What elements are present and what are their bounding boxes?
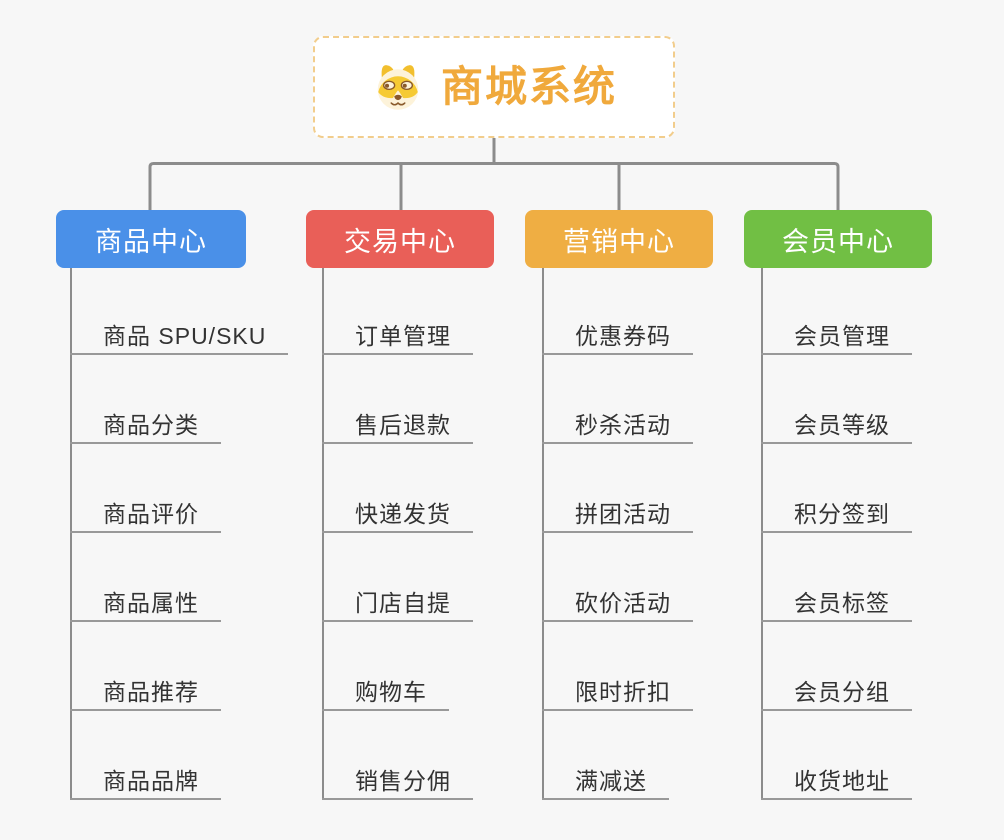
mindmap-item[interactable]: 订单管理: [322, 319, 473, 355]
mindmap-item[interactable]: 快递发货: [322, 497, 473, 533]
mindmap-item[interactable]: 售后退款: [322, 408, 473, 444]
branch-header-trade-center[interactable]: 交易中心: [306, 210, 494, 268]
mindmap-item[interactable]: 销售分佣: [322, 764, 473, 800]
mindmap-item[interactable]: 会员标签: [761, 586, 912, 622]
mindmap-item[interactable]: 商品 SPU/SKU: [70, 319, 289, 355]
branch-header-product-center[interactable]: 商品中心: [56, 210, 246, 268]
branch-items-trade-center: 订单管理 售后退款 快递发货 门店自提 购物车 销售分佣: [322, 268, 473, 800]
mindmap-item[interactable]: 限时折扣: [542, 675, 693, 711]
mindmap-item[interactable]: 拼团活动: [542, 497, 693, 533]
mindmap-item[interactable]: 商品属性: [70, 586, 221, 622]
mindmap-item[interactable]: 门店自提: [322, 586, 473, 622]
mindmap-item[interactable]: 积分签到: [761, 497, 912, 533]
mindmap-item[interactable]: 优惠券码: [542, 319, 693, 355]
mindmap-item[interactable]: 会员分组: [761, 675, 912, 711]
branch-items-product-center: 商品 SPU/SKU 商品分类 商品评价 商品属性 商品推荐 商品品牌: [70, 268, 289, 800]
branch-items-marketing-center: 优惠券码 秒杀活动 拼团活动 砍价活动 限时折扣 满减送: [542, 268, 693, 800]
root-title: 商城系统: [440, 63, 617, 110]
mindmap-item[interactable]: 商品推荐: [70, 675, 221, 711]
mindmap-item[interactable]: 秒杀活动: [542, 408, 693, 444]
mindmap-item[interactable]: 购物车: [322, 675, 449, 711]
mindmap-item[interactable]: 会员等级: [761, 408, 912, 444]
mindmap-item[interactable]: 商品评价: [70, 497, 221, 533]
dog-face-icon: [377, 65, 419, 110]
mindmap-item[interactable]: 商品品牌: [70, 764, 221, 800]
mindmap-item[interactable]: 砍价活动: [542, 586, 693, 622]
mindmap-item[interactable]: 收货地址: [761, 764, 912, 800]
branch-header-member-center[interactable]: 会员中心: [744, 210, 932, 268]
mindmap-item[interactable]: 满减送: [542, 764, 669, 800]
branch-header-marketing-center[interactable]: 营销中心: [525, 210, 713, 268]
mindmap-item[interactable]: 商品分类: [70, 408, 221, 444]
branch-items-member-center: 会员管理 会员等级 积分签到 会员标签 会员分组 收货地址: [761, 268, 912, 800]
mindmap-item[interactable]: 会员管理: [761, 319, 912, 355]
root-node[interactable]: 商城系统: [313, 36, 675, 138]
